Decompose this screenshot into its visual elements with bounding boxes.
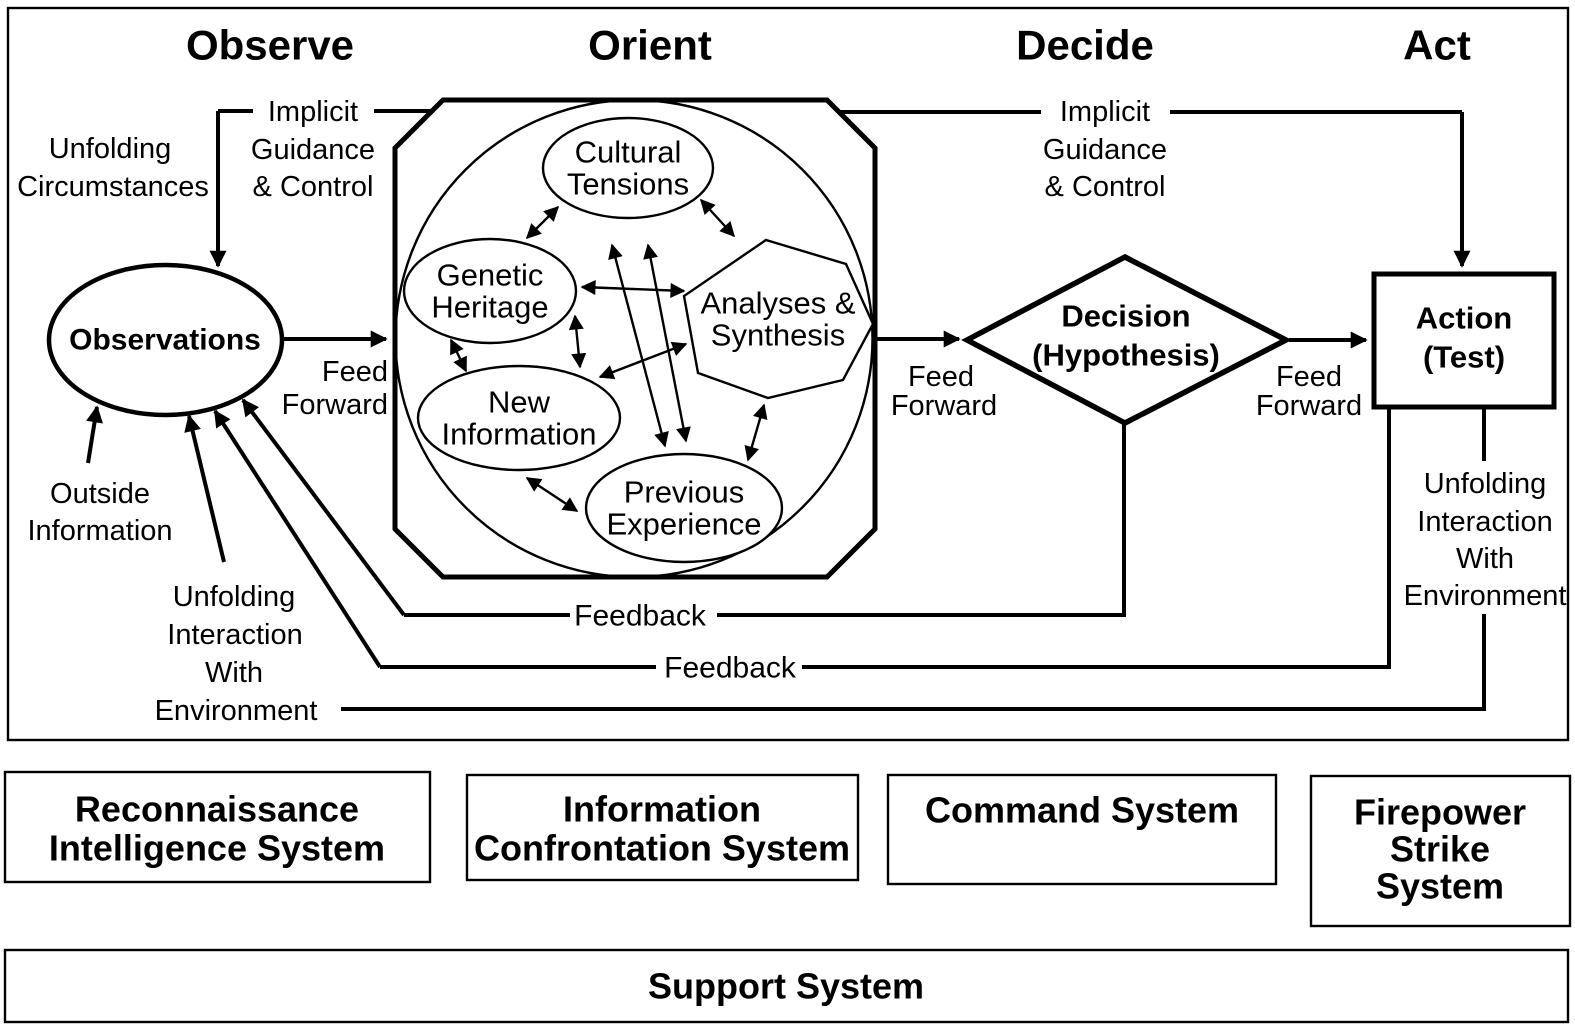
orient-circle [394, 98, 874, 579]
cultural-tensions-line2: Tensions [567, 167, 689, 202]
support-system-box [3, 948, 1570, 1024]
outside-information-label-line1: Outside [50, 478, 150, 510]
arrow-genetic-newinfo [449, 338, 468, 373]
arrow-genetic-analyses [580, 280, 686, 298]
info-confrontation-system-box [465, 773, 860, 882]
recon-system-line2: Intelligence System [49, 828, 385, 869]
arrow-cultural-previous-2 [643, 243, 691, 443]
observations-node [46, 262, 285, 418]
main-diagram-border [6, 6, 1570, 742]
unfolding-interaction-right-line4: Environment [1404, 580, 1567, 612]
orient-section: Cultural Tensions Genetic Heritage New I… [392, 97, 878, 580]
info-confrontation-line2: Confrontation System [474, 828, 850, 869]
implicit-guidance-left-line1: Implicit [268, 96, 358, 128]
recon-system-line1: Reconnaissance [75, 789, 359, 830]
feedback-1-label: Feedback [574, 600, 707, 633]
feed-forward-3-line1: Feed [1276, 361, 1342, 393]
support-system-label: Support System [648, 966, 924, 1007]
environment-line-bottom [341, 614, 1486, 711]
decision-line1: Decision [1061, 299, 1190, 334]
firepower-system-box [1309, 774, 1572, 928]
system-boxes: Reconnaissance Intelligence System Infor… [3, 770, 1572, 1024]
new-information-line2: Information [441, 417, 596, 452]
unfolding-interaction-left-arrow [184, 414, 226, 563]
previous-experience-node [584, 452, 784, 564]
implicit-guidance-left-line3: & Control [253, 171, 374, 203]
arrow-genetic-newinfo-2 [568, 314, 587, 369]
action-node [1371, 271, 1557, 410]
firepower-line1: Firepower [1354, 792, 1526, 833]
genetic-heritage-node [402, 237, 578, 345]
action-line1: Action [1416, 301, 1512, 336]
unfolding-interaction-right-line2: Interaction [1417, 506, 1552, 538]
arrow-analyses-previous [744, 403, 768, 462]
header-act: Act [1403, 22, 1471, 69]
new-information-line1: New [488, 385, 551, 420]
observations-label: Observations [69, 324, 261, 357]
info-confrontation-line1: Information [563, 789, 761, 830]
implicit-guidance-right-line2: Guidance [1043, 134, 1167, 166]
implicit-guidance-right-line1: Implicit [1060, 96, 1150, 128]
unfolding-interaction-left-line2: Interaction [167, 619, 302, 651]
header-orient: Orient [588, 22, 712, 69]
feedback-2-line-a [802, 407, 1391, 669]
feedback-2-arrow [213, 409, 382, 669]
header-observe: Observe [186, 22, 354, 69]
firepower-line2: Strike [1390, 829, 1490, 870]
feed-forward-1-line2: Forward [282, 389, 388, 421]
implicit-guidance-left-line2: Guidance [251, 134, 375, 166]
unfolding-circumstances-label-line2: Circumstances [17, 171, 209, 203]
act-section: Action (Test) Unfolding Interaction With… [1371, 271, 1567, 612]
arrow-cultural-analyses [699, 198, 736, 238]
orient-internal-arrows [449, 198, 768, 513]
observe-section: Observations Unfolding Circumstances Imp… [17, 96, 431, 727]
firepower-line3: System [1376, 866, 1504, 907]
command-system-label: Command System [925, 790, 1239, 831]
feed-forward-2-line1: Feed [908, 361, 974, 393]
command-system-box [886, 773, 1278, 886]
feedback-1-line-a [717, 423, 1126, 617]
unfolding-interaction-left-line1: Unfolding [173, 581, 296, 613]
unfolding-circumstances-label-line1: Unfolding [49, 133, 172, 165]
arrow-cultural-genetic [525, 205, 560, 240]
unfolding-interaction-right-line3: With [1456, 543, 1514, 575]
outside-information-arrow [86, 405, 103, 464]
previous-experience-line1: Previous [624, 475, 745, 510]
genetic-heritage-line1: Genetic [437, 258, 544, 293]
feed-forward-2-line2: Forward [891, 390, 997, 422]
decide-section: Decision (Hypothesis) Implicit Guidance … [839, 96, 1471, 427]
cultural-tensions-node [541, 116, 715, 220]
unfolding-interaction-left-line4: Environment [155, 695, 318, 727]
unfolding-interaction-right-line1: Unfolding [1424, 468, 1547, 500]
cultural-tensions-line1: Cultural [575, 135, 682, 170]
feedback-1-arrow [241, 398, 406, 617]
outside-information-label-line2: Information [27, 515, 172, 547]
implicit-guidance-right-line3: & Control [1045, 171, 1166, 203]
phase-headers: Observe Orient Decide Act [186, 22, 1471, 69]
analyses-synthesis-line1: Analyses & [700, 286, 855, 321]
feed-forward-3-line2: Forward [1256, 390, 1362, 422]
previous-experience-line2: Experience [606, 507, 761, 542]
header-decide: Decide [1016, 22, 1154, 69]
analyses-synthesis-line2: Synthesis [711, 318, 845, 353]
feed-forward-1-line1: Feed [322, 356, 388, 388]
feedback-2-label: Feedback [664, 652, 797, 685]
arrow-newinfo-previous [525, 476, 579, 513]
genetic-heritage-line2: Heritage [431, 290, 548, 325]
orient-octagon [392, 97, 878, 580]
recon-system-box [3, 770, 432, 884]
action-line2: (Test) [1423, 340, 1505, 375]
decision-line2: (Hypothesis) [1032, 338, 1220, 373]
unfolding-interaction-left-line3: With [205, 657, 263, 689]
decision-node [961, 253, 1293, 427]
flow-lines: Feed Forward Feed Forward Feed Forward F… [213, 330, 1486, 711]
